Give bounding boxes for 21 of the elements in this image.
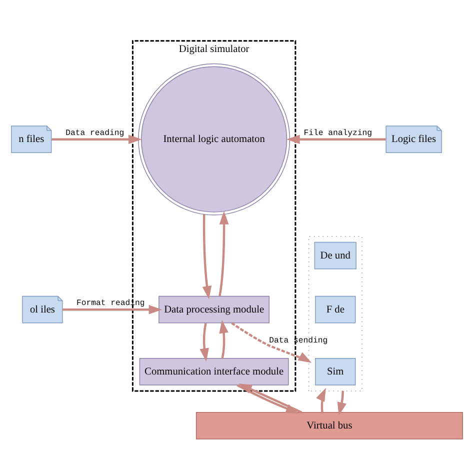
arrow [231, 322, 312, 363]
arrow [218, 211, 229, 296]
node-box: Data processing module [158, 296, 270, 324]
node-box: De und [314, 242, 356, 270]
arrow [202, 214, 212, 300]
arrow [316, 388, 326, 412]
node-circle: Internal logic automaton [138, 63, 290, 216]
edge-label: Format reading [76, 299, 145, 308]
node-box: Sim [315, 358, 356, 386]
node-box: Virtual bus [196, 412, 463, 440]
arrow [62, 304, 162, 314]
arrow [286, 134, 386, 144]
node-box: F de [315, 296, 356, 324]
arrow [52, 134, 142, 144]
arrow [200, 322, 209, 362]
arrow [219, 320, 228, 359]
arrow [337, 390, 346, 416]
edge-label: File analyzing [304, 128, 372, 138]
node-box: Communication interface module [139, 358, 289, 386]
edge-label: Data sending [269, 336, 328, 346]
edge-label: Data reading [66, 128, 124, 138]
